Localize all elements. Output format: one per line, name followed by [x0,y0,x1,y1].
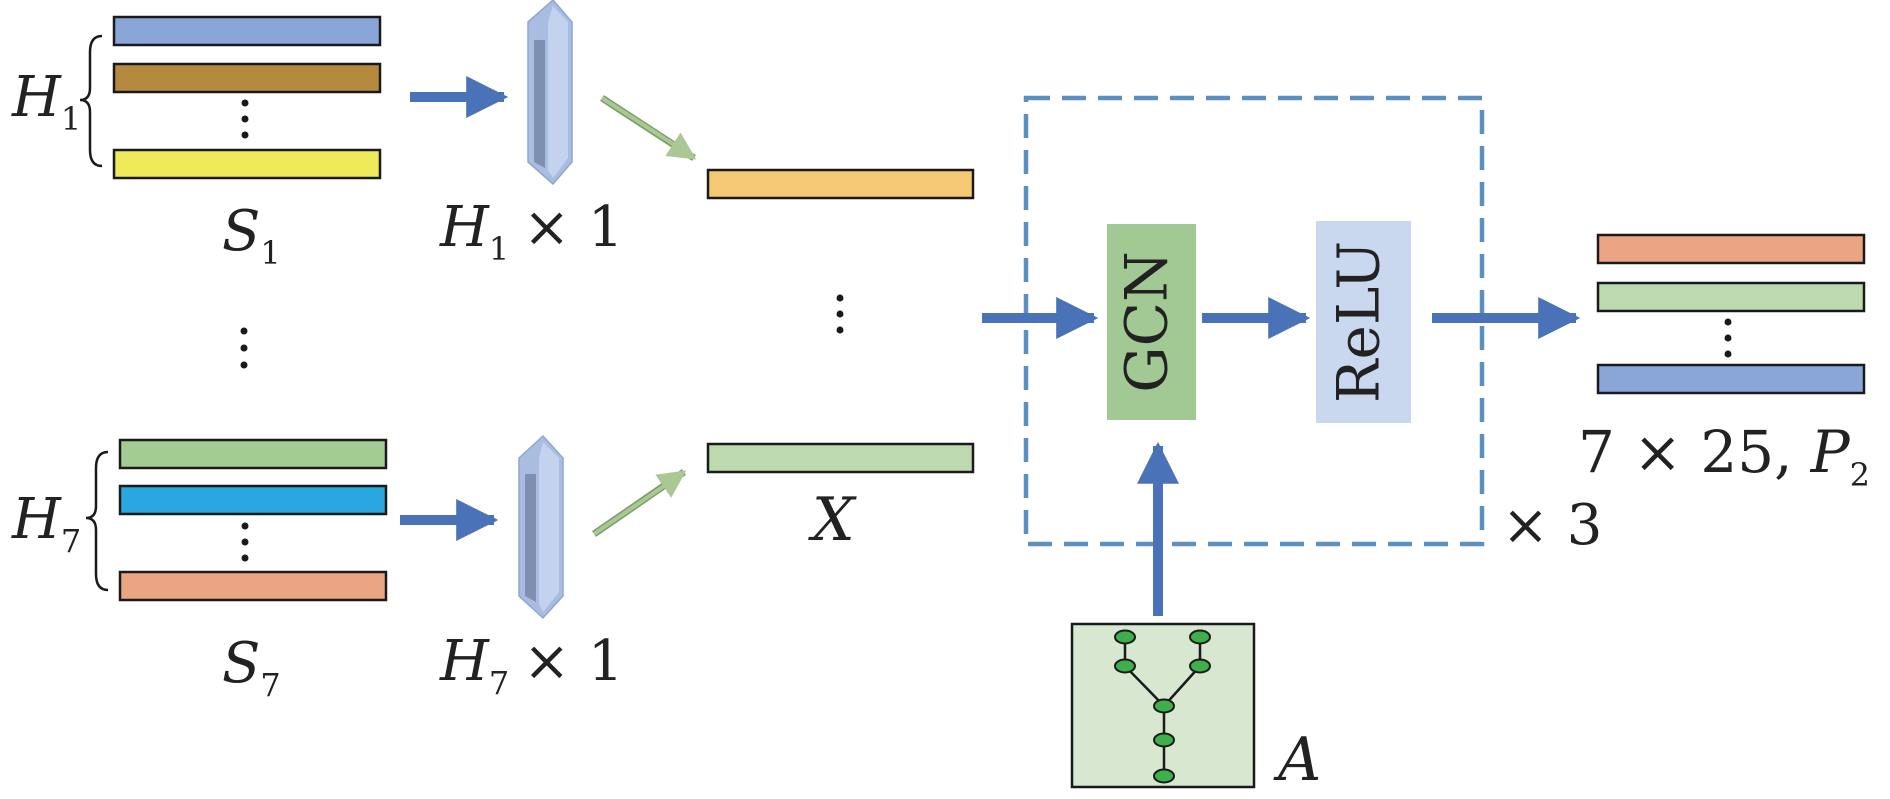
vertical-ellipsis [1724,318,1732,358]
graph-node [1189,629,1211,645]
signal-bar-bottom-2 [118,484,388,516]
repeat-block-dashed-box [1023,95,1485,547]
x-label: X [808,485,857,555]
signal-bar-bottom-1 [118,438,388,470]
graph-node [1153,698,1175,714]
feature-bar-bottom [706,442,975,474]
conv-prism-bottom [518,434,564,620]
s1-label: S1 [222,199,281,272]
output-bar-3 [1596,363,1866,395]
conv-prism-top [527,0,573,186]
vertical-ellipsis [241,99,249,139]
input-group-bottom: H7 S7 [11,438,388,704]
output-features: 7 × 25,P2 [1578,233,1870,494]
vertical-ellipsis [836,294,844,334]
adjacency-graph: A [1070,622,1321,795]
graph-node [1114,629,1136,645]
relu-layer [1316,221,1411,423]
s7-label: S7 [222,631,281,704]
feature-matrix: X [706,168,975,555]
skeleton-graph-nodes [1114,629,1211,784]
graph-node [1114,658,1136,674]
prism-top-label: H1× 1 [439,195,624,268]
prism-bottom-label: H7× 1 [439,629,624,702]
signal-bar-bottom-3 [118,570,388,602]
h7-label: H7 [11,487,81,560]
brace-top [79,34,103,168]
gcn-label: GCN [1113,251,1181,392]
graph-node [1189,658,1211,674]
gcn-layer [1107,224,1196,420]
a-label: A [1273,725,1321,795]
h1-label: H1 [11,65,81,138]
vertical-ellipsis [241,522,249,562]
output-label: 7 × 25,P2 [1578,418,1870,494]
output-bar-1 [1596,233,1866,265]
signal-bar-top-2 [112,62,382,94]
brace-bottom [85,450,109,592]
signal-bar-top-3 [112,148,382,180]
relu-label: ReLU [1325,241,1393,403]
middle-ellipsis-left [240,327,248,369]
input-group-top: H1 S1 [11,15,382,272]
repeat-label: × 3 [1502,493,1602,558]
feature-bar-top [706,168,975,200]
signal-bar-top-1 [112,15,382,47]
output-bar-2 [1596,281,1866,313]
graph-node [1153,768,1175,784]
graph-node [1153,732,1175,748]
